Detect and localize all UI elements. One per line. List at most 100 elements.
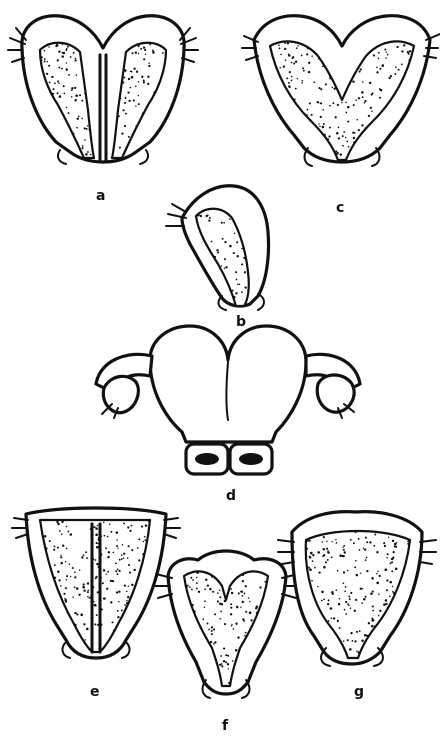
stipple-dot bbox=[46, 73, 48, 75]
stipple-dot bbox=[364, 100, 366, 102]
stipple-dot bbox=[142, 553, 144, 555]
stipple-dot bbox=[369, 82, 371, 84]
stipple-dot bbox=[322, 541, 324, 543]
stipple-dot bbox=[76, 118, 78, 120]
stipple-dot bbox=[356, 650, 357, 651]
stipple-dot bbox=[57, 80, 59, 82]
stipple-dot bbox=[112, 580, 114, 582]
stipple-dot bbox=[326, 541, 327, 542]
stipple-dot bbox=[74, 571, 76, 573]
stipple-dot bbox=[325, 83, 327, 85]
stipple-dot bbox=[63, 85, 65, 87]
stipple-dot bbox=[403, 44, 405, 46]
stipple-dot bbox=[295, 61, 297, 63]
stipple-dot bbox=[147, 76, 149, 78]
stipple-dot bbox=[80, 613, 83, 616]
stipple-dot bbox=[81, 556, 83, 558]
stipple-dot bbox=[292, 57, 294, 59]
stipple-dot bbox=[186, 585, 188, 587]
stipple-dot bbox=[279, 67, 281, 69]
stipple-dot bbox=[192, 579, 194, 581]
stipple-dot bbox=[235, 271, 237, 273]
stipple-dot bbox=[322, 126, 325, 129]
stipple-dot bbox=[243, 620, 245, 622]
stipple-dot bbox=[333, 617, 335, 619]
stipple-dot bbox=[59, 95, 62, 98]
stipple-dot bbox=[356, 574, 359, 577]
stipple-dot bbox=[61, 521, 63, 523]
stipple-dot bbox=[57, 547, 59, 549]
stipple-dot bbox=[378, 593, 380, 595]
stipple-dot bbox=[208, 219, 210, 221]
stipple-dot bbox=[58, 82, 60, 84]
stipple-dot bbox=[318, 58, 320, 60]
stipple-dot bbox=[291, 79, 293, 81]
stipple-dot bbox=[48, 46, 50, 48]
stipple-dot bbox=[363, 598, 366, 601]
stipple-dot bbox=[128, 564, 130, 566]
stipple-dot bbox=[245, 611, 247, 613]
label-f: f bbox=[222, 718, 229, 734]
stipple-dot bbox=[224, 597, 225, 598]
stipple-dot bbox=[384, 49, 386, 51]
stipple-dot bbox=[149, 44, 151, 46]
stipple-dot bbox=[131, 76, 134, 79]
stipple-dot bbox=[377, 571, 379, 573]
stipple-dot bbox=[307, 109, 309, 111]
stipple-dot bbox=[343, 571, 345, 573]
stipple-dot bbox=[74, 99, 76, 101]
stipple-dot bbox=[317, 586, 318, 587]
stipple-dot bbox=[141, 526, 143, 528]
panel-b: b bbox=[166, 186, 269, 330]
stipple-dot bbox=[94, 623, 96, 625]
stipple-dot bbox=[84, 639, 86, 641]
stipple-dot bbox=[332, 102, 334, 104]
stipple-dot bbox=[345, 601, 347, 603]
stipple-dot bbox=[242, 601, 244, 603]
stipple-dot bbox=[358, 129, 360, 131]
stipple-dot bbox=[63, 93, 65, 95]
stipple-dot bbox=[348, 605, 349, 606]
stipple-dot bbox=[135, 86, 137, 88]
stipple-dot bbox=[74, 59, 76, 61]
stipple-dot bbox=[379, 610, 381, 612]
stipple-dot bbox=[389, 581, 392, 584]
stipple-dot bbox=[138, 103, 140, 105]
stipple-dot bbox=[219, 596, 221, 598]
stipple-dot bbox=[61, 68, 63, 70]
stipple-dot bbox=[328, 135, 330, 137]
stipple-dot bbox=[344, 590, 346, 592]
stipple-dot bbox=[138, 81, 140, 83]
stipple-dot bbox=[116, 539, 117, 540]
stipple-dot bbox=[190, 577, 192, 579]
stipple-dot bbox=[344, 551, 346, 553]
stipple-dot bbox=[302, 67, 304, 69]
stipple-dot bbox=[344, 609, 346, 611]
stipple-dot bbox=[117, 610, 119, 612]
stipple-dot bbox=[337, 153, 339, 155]
stipple-dot bbox=[407, 543, 409, 545]
stipple-dot bbox=[392, 591, 394, 593]
stipple-dot bbox=[393, 592, 395, 594]
stipple-dot bbox=[148, 65, 150, 67]
stipple-dot bbox=[350, 607, 352, 609]
stipple-dot bbox=[341, 102, 343, 104]
stipple-dot bbox=[102, 582, 104, 584]
stipple-dot bbox=[148, 62, 149, 63]
stipple-dot bbox=[115, 570, 117, 572]
stipple-dot bbox=[372, 591, 374, 593]
stipple-dot bbox=[327, 559, 329, 561]
stipple-dot bbox=[60, 555, 61, 556]
stipple-dot bbox=[214, 613, 216, 615]
stipple-dot bbox=[337, 570, 339, 572]
stipple-dot bbox=[223, 222, 225, 224]
stipple-dot bbox=[76, 587, 79, 590]
stipple-dot bbox=[309, 556, 311, 558]
stipple-dot bbox=[61, 533, 63, 535]
stipple-dot bbox=[365, 596, 367, 598]
stipple-dot bbox=[329, 127, 331, 129]
stipple-dot bbox=[152, 49, 154, 51]
stipple-dot bbox=[70, 576, 71, 577]
stipple-dot bbox=[297, 45, 298, 46]
stipple-dot bbox=[342, 546, 343, 547]
